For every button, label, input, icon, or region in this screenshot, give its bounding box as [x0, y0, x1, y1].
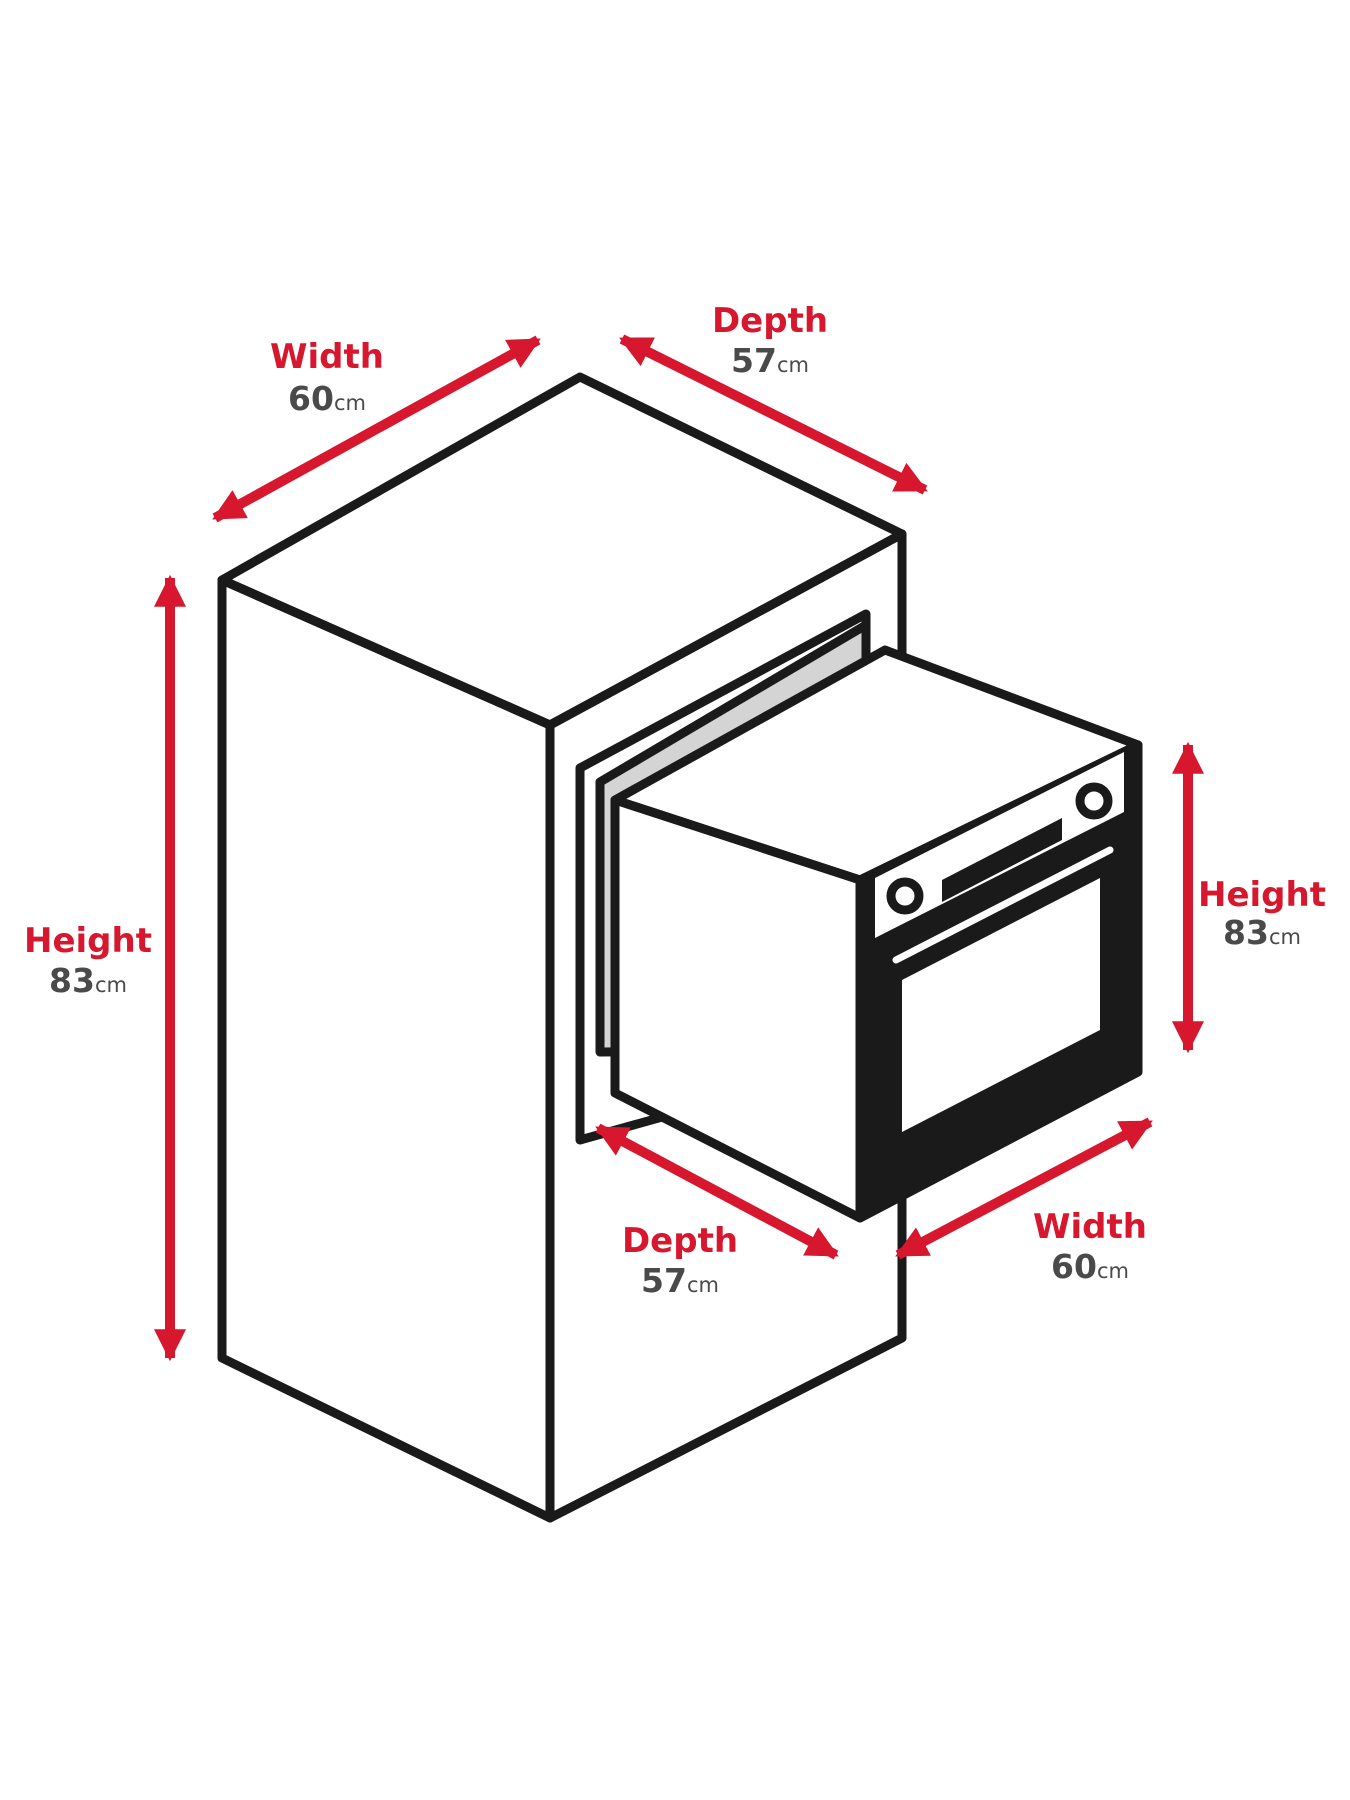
oven-depth-unit: cm	[687, 1273, 719, 1297]
cabinet-width-label: Width	[270, 337, 384, 377]
cabinet-height-unit: cm	[95, 973, 127, 997]
oven-depth-label: Depth	[622, 1221, 738, 1261]
left-knob-icon	[886, 877, 924, 915]
oven-height-measure: 83cm	[1223, 913, 1301, 952]
oven-height-callout: Height 83cm	[1198, 875, 1326, 952]
cabinet-depth-callout: Depth 57cm	[712, 301, 828, 380]
cabinet-depth-arrow	[619, 334, 928, 495]
oven-width-arrow	[895, 1117, 1153, 1260]
cabinet-height-value: 83	[49, 961, 95, 1000]
oven-height-label: Height	[1198, 875, 1326, 915]
oven-width-value: 60	[1051, 1247, 1097, 1286]
oven-width-label: Width	[1033, 1207, 1147, 1247]
right-knob-icon	[1075, 782, 1113, 820]
cabinet-width-callout: Width 60cm	[270, 337, 384, 418]
oven-depth-value: 57	[641, 1261, 687, 1300]
cabinet-height-label: Height	[24, 921, 152, 961]
cabinet-width-measure: 60cm	[288, 379, 366, 418]
oven-depth-measure: 57cm	[641, 1261, 719, 1300]
oven-control-panel	[875, 752, 1124, 938]
cabinet-depth-measure: 57cm	[731, 341, 809, 380]
oven-width-callout: Width 60cm	[1033, 1207, 1147, 1286]
oven-height-value: 83	[1223, 913, 1269, 952]
oven-depth-arrow	[595, 1123, 839, 1260]
oven-width-measure: 60cm	[1051, 1247, 1129, 1286]
oven-knobs	[886, 782, 1113, 915]
oven-width-unit: cm	[1097, 1259, 1129, 1283]
cabinet-height-measure: 83cm	[49, 961, 127, 1000]
cabinet-width-unit: cm	[334, 391, 366, 415]
oven-display	[942, 818, 1062, 902]
cabinet-height-callout: Height 83cm	[24, 921, 152, 1000]
cabinet-depth-label: Depth	[712, 301, 828, 341]
oven-depth-callout: Depth 57cm	[622, 1221, 738, 1300]
cabinet-width-value: 60	[288, 379, 334, 418]
oven	[610, 645, 1143, 1223]
cabinet-width-arrow	[212, 335, 541, 523]
oven-height-unit: cm	[1269, 925, 1301, 949]
dimension-arrows	[153, 334, 1205, 1362]
cabinet-depth-value: 57	[731, 341, 777, 380]
oven-door-handle-line	[892, 846, 1114, 964]
oven-door-window	[902, 878, 1100, 1132]
cabinet-depth-unit: cm	[777, 353, 809, 377]
cabinet-left-face	[217, 575, 555, 1523]
